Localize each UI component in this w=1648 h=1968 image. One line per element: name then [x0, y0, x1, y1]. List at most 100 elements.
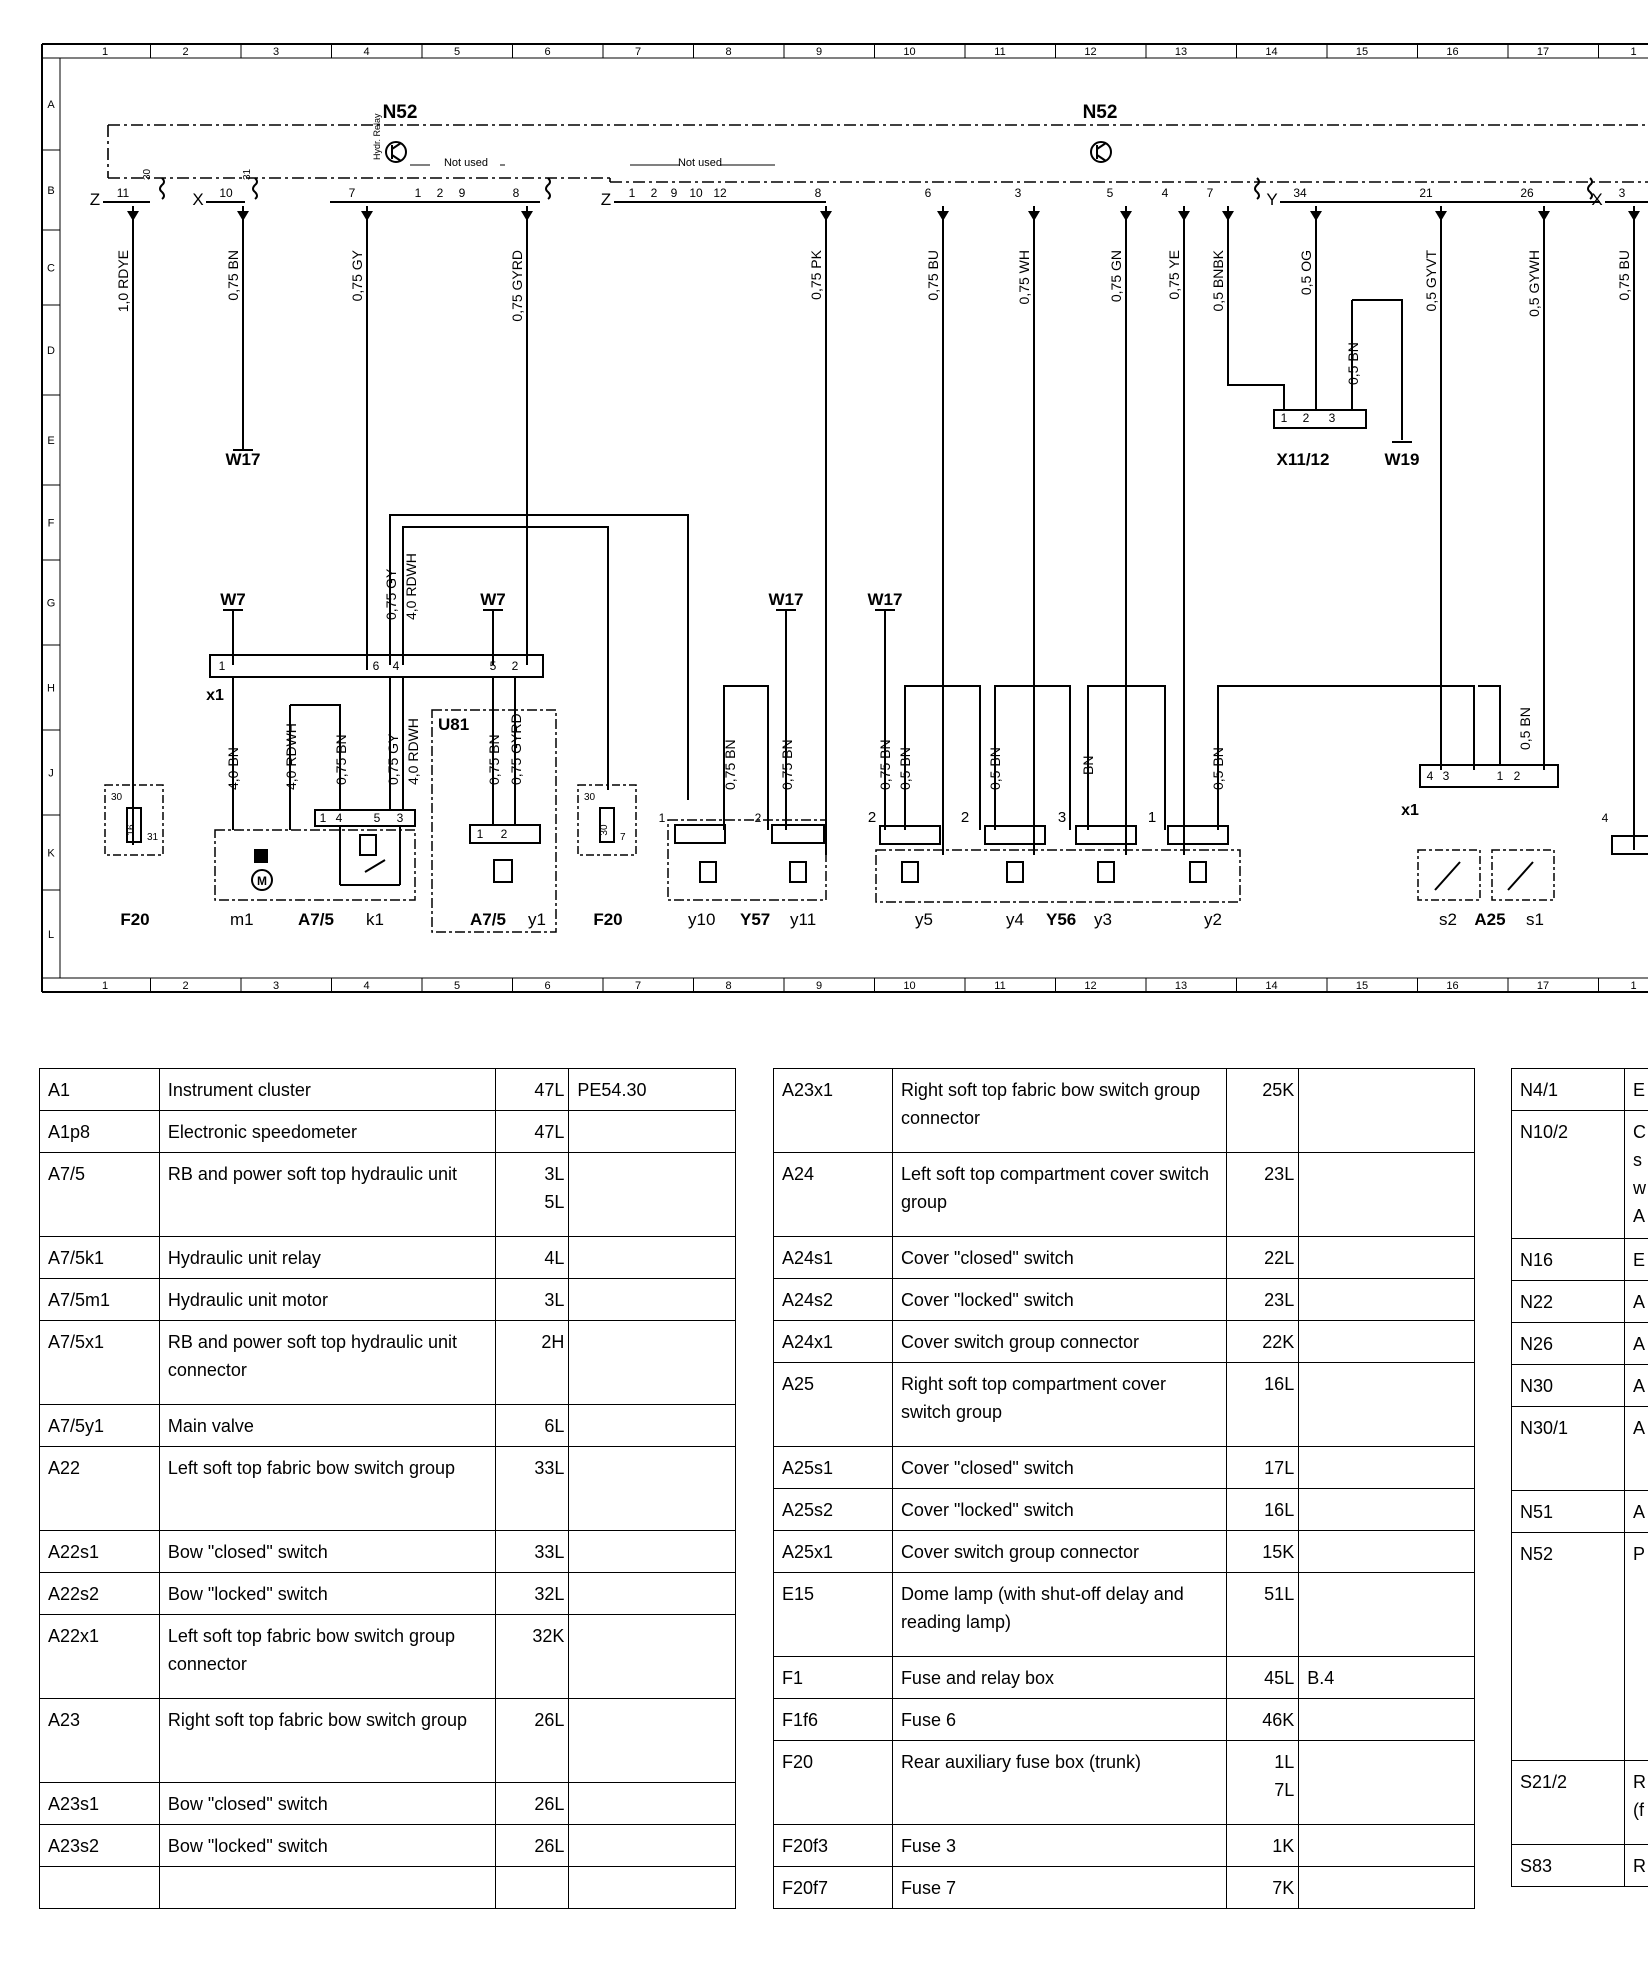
- legend-desc: A: [1624, 1490, 1648, 1533]
- legend-desc: Cover "closed" switch: [891, 1446, 1227, 1489]
- legend-loc: 16L: [1225, 1488, 1300, 1531]
- pin-number: 7: [1207, 186, 1214, 200]
- wire-label: 4,0 RDWH: [405, 718, 421, 785]
- legend-code: S21/2: [1511, 1760, 1625, 1845]
- wire-label: 0,75 GY: [385, 733, 401, 785]
- legend-loc: 23L: [1225, 1152, 1300, 1237]
- legend-code: A24x1: [773, 1320, 893, 1363]
- grid-row-label: E: [47, 435, 54, 447]
- pin-number: 9: [459, 186, 466, 200]
- pin-arrow: [1120, 211, 1132, 221]
- s1-label: s1: [1526, 910, 1544, 929]
- legend-code: N22: [1511, 1280, 1625, 1323]
- f20-label: F20: [593, 910, 622, 929]
- legend-code: A25: [773, 1362, 893, 1447]
- legend-ref: [568, 1236, 736, 1279]
- legend-desc: Cover "locked" switch: [891, 1278, 1227, 1321]
- wire-bn-route: [1352, 299, 1403, 440]
- y56-label: Y56: [1046, 910, 1076, 929]
- legend-ref: [1298, 1488, 1475, 1531]
- valve-connector: [1167, 825, 1229, 845]
- pin-arrow: [237, 211, 249, 221]
- legend-ref: [568, 1320, 736, 1405]
- transistor-collector: [1096, 142, 1107, 150]
- grid-col-label: 4: [363, 46, 369, 58]
- fuse-pin: 30: [584, 792, 596, 803]
- legend-desc: RB and power soft top hydraulic unit con…: [158, 1320, 497, 1405]
- pin-number: 2: [1303, 411, 1310, 425]
- ground-w17: W17: [769, 590, 804, 609]
- pin-number: 1: [629, 186, 636, 200]
- legend-code: [39, 1866, 160, 1909]
- legend-code: A25s2: [773, 1488, 893, 1531]
- wire-label: 0,5 BN: [987, 747, 1003, 790]
- legend-ref: [1298, 1278, 1475, 1321]
- wire-label: 4,0 RDWH: [283, 723, 299, 790]
- legend-code: F20: [773, 1740, 893, 1825]
- wire: [723, 685, 769, 830]
- legend-loc: 1L 7L: [1225, 1740, 1300, 1825]
- grid-col-label: 15: [1356, 980, 1368, 992]
- s2-outline: [1417, 849, 1481, 901]
- legend-code: A7/5x1: [39, 1320, 160, 1405]
- y4-label: y4: [1006, 910, 1024, 929]
- y11-coil: [789, 861, 807, 883]
- grid-row-label: G: [47, 598, 56, 610]
- wire-label: 0,5 BN: [1345, 342, 1361, 385]
- grid-col-label: 12: [1084, 46, 1096, 58]
- pin-number: 2: [1514, 769, 1521, 783]
- pin-number: 1: [477, 827, 484, 841]
- legend-code: A1: [39, 1068, 160, 1111]
- legend-desc: Right soft top fabric bow switch group c…: [891, 1068, 1227, 1153]
- legend-desc: Fuse 6: [891, 1698, 1227, 1741]
- grid-col-label: 8: [725, 46, 731, 58]
- grid-col-label: 8: [725, 980, 731, 992]
- grid-col-label: 5: [454, 46, 460, 58]
- grid-col-label: 5: [454, 980, 460, 992]
- legend-desc: Left soft top compartment cover switch g…: [891, 1152, 1227, 1237]
- y10-connector: [674, 824, 726, 844]
- k1-relay-coil: [359, 834, 377, 856]
- legend-ref: [1298, 1572, 1475, 1657]
- break-symbol: [1254, 177, 1260, 200]
- valve-number: 3: [1058, 809, 1066, 826]
- y1-connector: [469, 824, 541, 844]
- legend-ref: [568, 1152, 736, 1237]
- legend-code: A24: [773, 1152, 893, 1237]
- legend-loc: 25K: [1225, 1068, 1300, 1153]
- legend-desc: Bow "closed" switch: [158, 1530, 497, 1573]
- legend-code: N26: [1511, 1322, 1625, 1365]
- grid-col-label: 9: [816, 980, 822, 992]
- y11-label: y11: [790, 910, 816, 929]
- grid-col-label: 3: [273, 46, 279, 58]
- valve-connector: [984, 825, 1046, 845]
- k1-switch: [364, 859, 386, 873]
- legend-ref: [1298, 1362, 1475, 1447]
- grid-col-label: 12: [1084, 980, 1096, 992]
- legend-ref: [1298, 1530, 1475, 1573]
- pin-number: 30: [142, 168, 153, 180]
- legend-code: E15: [773, 1572, 893, 1657]
- y57-label: Y57: [740, 910, 770, 929]
- legend-loc: 1K: [1225, 1824, 1300, 1867]
- pin-number: 21: [1419, 186, 1433, 200]
- legend-loc: 4L: [495, 1236, 570, 1279]
- hydr-relay-label: Hydr. Relay: [372, 113, 382, 160]
- connector-letter: X: [1591, 190, 1602, 209]
- grid-labels: 1122334455667788991010111112121313141415…: [47, 46, 1637, 992]
- grid-col-label: 1: [1630, 46, 1636, 58]
- s1-outline: [1491, 849, 1555, 901]
- legend-code: S83: [1511, 1844, 1625, 1887]
- grid-col-label: 7: [635, 980, 641, 992]
- legend-loc: 2H: [495, 1320, 570, 1405]
- ground-w17: W17: [868, 590, 903, 609]
- legend-code: A25x1: [773, 1530, 893, 1573]
- legend-desc: Hydraulic unit relay: [158, 1236, 497, 1279]
- grid-row-label: H: [47, 683, 55, 695]
- legend-desc: Fuse and relay box: [891, 1656, 1227, 1699]
